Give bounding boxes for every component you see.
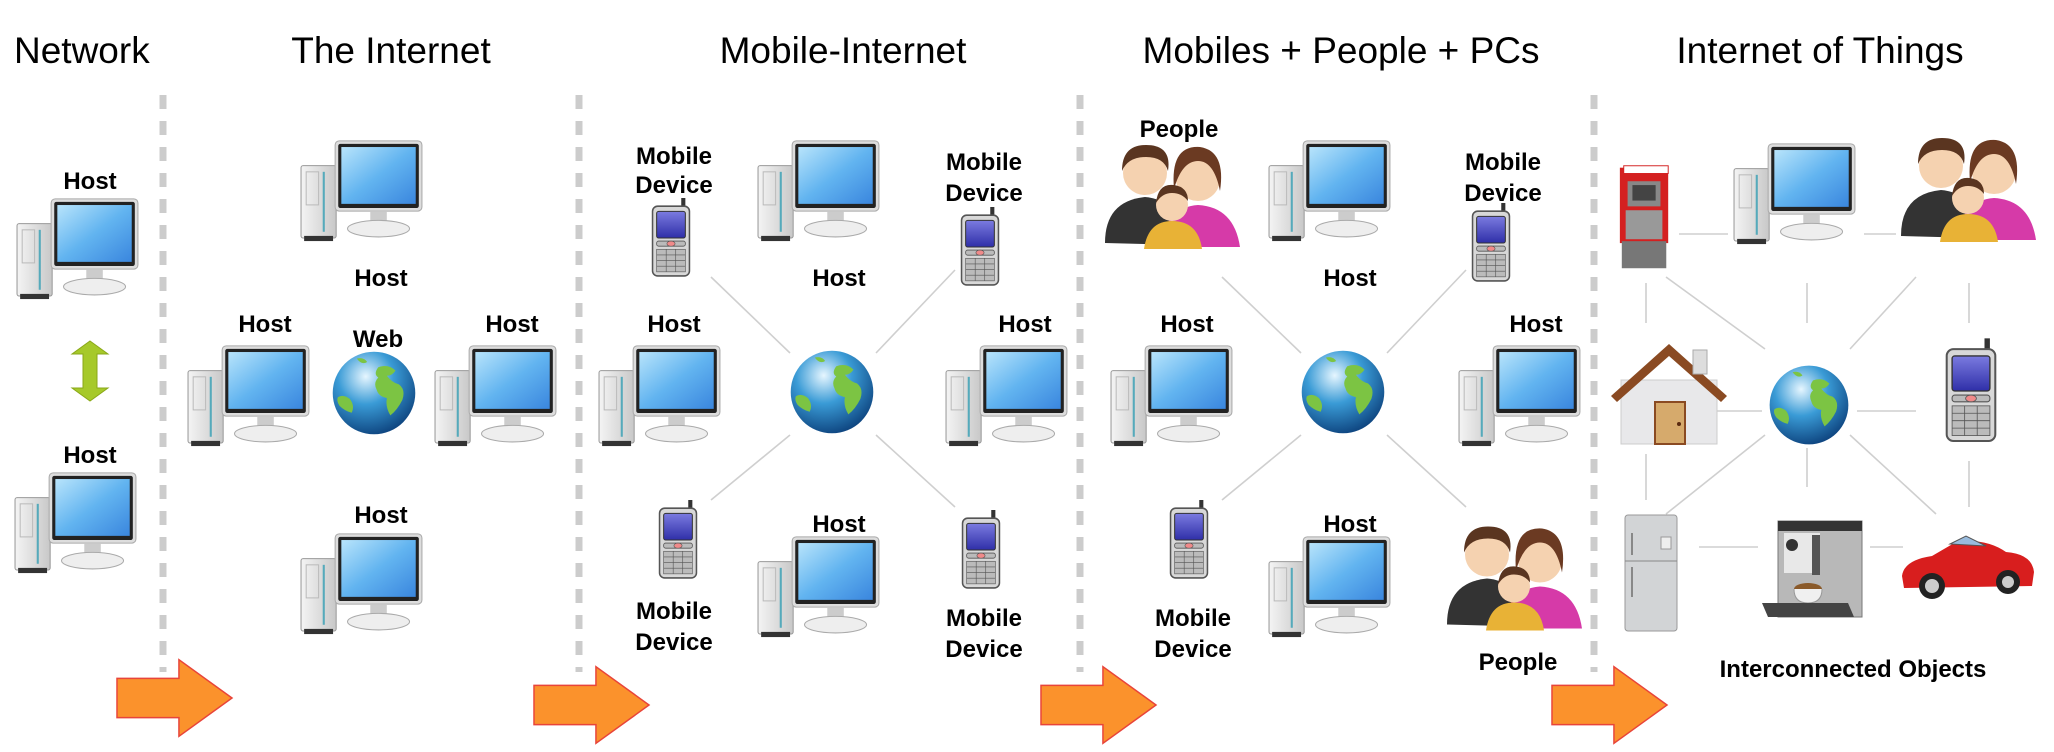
- mobile-device-label: Mobile: [1155, 605, 1231, 632]
- mobile-device-label: Mobile: [946, 149, 1022, 176]
- people-label: People: [1479, 649, 1558, 676]
- mobile-phone-icon: [651, 198, 691, 277]
- globe-icon: [790, 350, 874, 434]
- host-label: Host: [1160, 311, 1213, 338]
- stage-title: The Internet: [291, 30, 491, 71]
- house-icon: [1609, 342, 1729, 446]
- iot-connections: [1645, 233, 1970, 548]
- progression-arrow-icon: [1551, 665, 1668, 745]
- mobile-device-label: Device: [635, 172, 712, 199]
- stage-mobiles-people-pcs: Mobiles + People + PCs People Host Mobil…: [1105, 30, 1582, 676]
- host-computer-icon: [945, 345, 1068, 447]
- mobile-phone-icon: [658, 500, 698, 579]
- mobile-phone-icon: [960, 207, 1000, 286]
- host-label: Host: [485, 311, 538, 338]
- host-label: Host: [998, 311, 1051, 338]
- mobile-phone-icon: [1471, 203, 1511, 282]
- host-computer-icon: [1268, 140, 1391, 242]
- mobile-phone-icon: [1945, 337, 1997, 443]
- mobile-device-label: Device: [635, 629, 712, 656]
- people-label: People: [1140, 116, 1219, 143]
- progression-arrow-icon: [116, 658, 233, 738]
- host-computer-icon: [14, 472, 137, 574]
- stage-title: Internet of Things: [1676, 30, 1963, 71]
- mobile-device-label: Device: [945, 636, 1022, 663]
- host-label: Host: [354, 502, 407, 529]
- stage-internet-of-things: Internet of Things Interconnected Object…: [1609, 30, 2036, 683]
- host-computer-icon: [757, 140, 880, 242]
- interconnected-objects-label: Interconnected Objects: [1720, 656, 1987, 683]
- people-icon: [1447, 526, 1582, 631]
- host-computer-icon: [300, 140, 423, 242]
- refrigerator-icon: [1624, 514, 1678, 632]
- mobile-device-label: Device: [1464, 180, 1541, 207]
- host-label: Host: [812, 511, 865, 538]
- car-icon: [1901, 535, 2035, 600]
- mobile-device-label: Device: [1154, 636, 1231, 663]
- host-computer-icon: [187, 345, 310, 447]
- host-label: Host: [1323, 265, 1376, 292]
- people-icon: [1105, 145, 1240, 249]
- mobile-device-label: Mobile: [946, 605, 1022, 632]
- host-label: Host: [647, 311, 700, 338]
- stage-title: Mobile-Internet: [720, 30, 968, 71]
- stage-title: Network: [14, 30, 150, 71]
- coffee-machine-icon: [1761, 520, 1863, 618]
- atm-icon: [1619, 165, 1669, 269]
- bidirectional-arrow-icon: [71, 340, 109, 402]
- mobile-device-label: Mobile: [636, 598, 712, 625]
- host-computer-icon: [757, 536, 880, 638]
- host-computer-icon: [598, 345, 721, 447]
- globe-icon: [1301, 350, 1385, 434]
- host-computer-icon: [1458, 345, 1581, 447]
- host-label: Host: [1323, 511, 1376, 538]
- host-computer-icon: [1733, 143, 1856, 245]
- globe-icon: [1769, 365, 1849, 445]
- host-label: Host: [812, 265, 865, 292]
- host-label: Host: [63, 442, 116, 469]
- stage-network: Network Host Host: [14, 30, 150, 574]
- progression-arrow-icon: [533, 665, 650, 745]
- mobile-device-label: Mobile: [1465, 149, 1541, 176]
- progression-arrow-icon: [1040, 665, 1157, 745]
- host-label: Host: [63, 168, 116, 195]
- globe-icon: [332, 351, 416, 435]
- stage-internet: The Internet Host Host Web Host Host: [187, 30, 557, 635]
- host-label: Host: [1509, 311, 1562, 338]
- mobile-phone-icon: [1169, 500, 1209, 579]
- host-computer-icon: [300, 533, 423, 635]
- stage-title: Mobiles + People + PCs: [1143, 30, 1540, 71]
- mobile-device-label: Device: [945, 180, 1022, 207]
- stage-mobile-internet: Mobile-Internet Mobile Device Host Mobil…: [598, 30, 1068, 663]
- host-computer-icon: [16, 198, 139, 300]
- people-icon: [1901, 138, 2036, 242]
- mobile-device-label: Mobile: [636, 143, 712, 170]
- host-computer-icon: [434, 345, 557, 447]
- web-label: Web: [353, 326, 403, 353]
- host-label: Host: [238, 311, 291, 338]
- host-computer-icon: [1268, 536, 1391, 638]
- mobile-phone-icon: [961, 510, 1001, 589]
- host-computer-icon: [1110, 345, 1233, 447]
- host-label: Host: [354, 265, 407, 292]
